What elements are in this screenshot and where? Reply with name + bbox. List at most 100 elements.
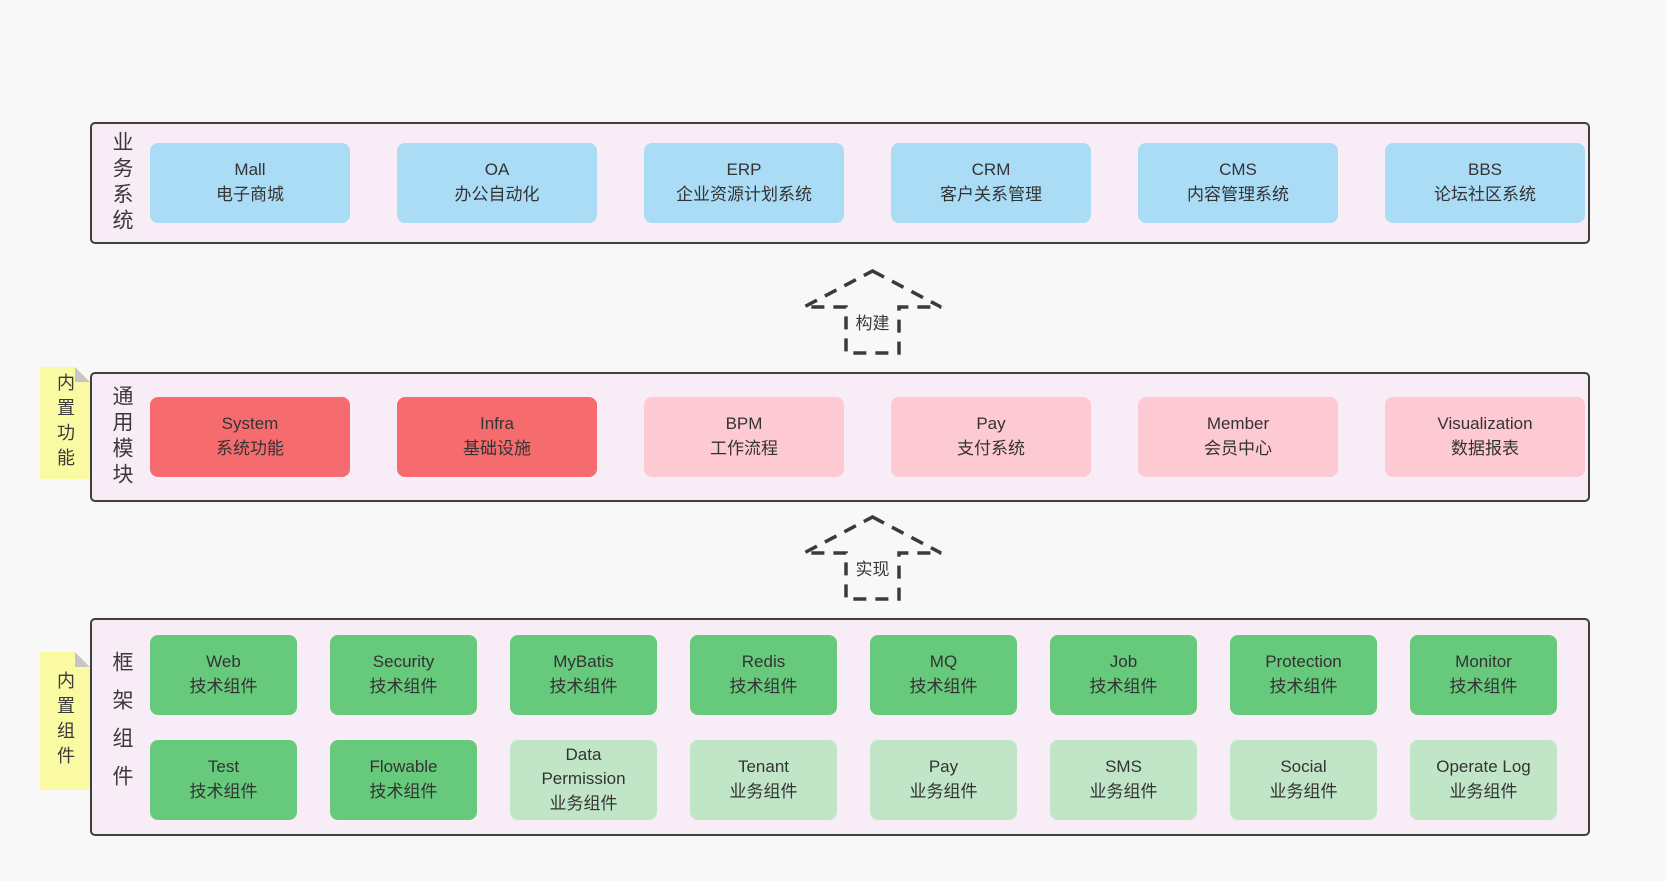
- box-cms: CMS 内容管理系统: [1138, 143, 1338, 223]
- modules-boxes-row: System 系统功能 Infra 基础设施 BPM 工作流程 Pay 支付系统…: [150, 397, 1585, 477]
- box-title: Monitor: [1455, 651, 1512, 671]
- folded-corner-icon: [75, 367, 90, 382]
- framework-rows: Web 技术组件 Security 技术组件 MyBatis 技术组件 Redi…: [150, 634, 1557, 820]
- box-mq: MQ 技术组件: [870, 634, 1017, 715]
- business-boxes-row: Mall 电子商城 OA 办公自动化 ERP 企业资源计划系统 CRM 客户关系…: [150, 143, 1585, 223]
- box-subtitle: 系统功能: [216, 439, 284, 458]
- box-pay-module: Pay 支付系统: [891, 397, 1091, 477]
- box-title: Mall: [234, 160, 266, 180]
- box-title: Job: [1109, 651, 1138, 671]
- sticky-note-builtin-features: 内置功能: [40, 367, 90, 479]
- box-sms: SMS 业务组件: [1050, 739, 1197, 820]
- box-title: BPM: [725, 414, 763, 434]
- folded-corner-icon: [75, 652, 90, 667]
- box-title: CRM: [971, 160, 1011, 180]
- box-bbs: BBS 论坛社区系统: [1385, 143, 1585, 223]
- box-pay-component: Pay 业务组件: [870, 739, 1017, 820]
- box-subtitle: 电子商城: [216, 185, 284, 204]
- box-title: Data Permission: [541, 744, 626, 789]
- build-arrow: 构建: [800, 268, 945, 356]
- box-title: Infra: [479, 414, 515, 434]
- box-subtitle: 会员中心: [1204, 439, 1272, 458]
- box-subtitle: 业务组件: [729, 781, 798, 801]
- box-operate-log: Operate Log 业务组件: [1410, 739, 1557, 820]
- box-title: Redis: [741, 651, 786, 671]
- box-subtitle: 技术组件: [909, 676, 978, 696]
- note-text: 内置功能: [55, 373, 75, 473]
- box-subtitle: 技术组件: [1449, 676, 1518, 696]
- box-title: System: [221, 414, 279, 434]
- layer-label-business: 业务系统: [110, 131, 133, 235]
- box-subtitle: 基础设施: [463, 439, 531, 458]
- box-tenant: Tenant 业务组件: [690, 739, 837, 820]
- box-data-permission: Data Permission 业务组件: [510, 739, 657, 820]
- common-modules-layer: 通用模块 System 系统功能 Infra 基础设施 BPM 工作流程 Pay…: [90, 372, 1590, 502]
- box-security: Security 技术组件: [330, 634, 477, 715]
- box-subtitle: 业务组件: [1089, 781, 1158, 801]
- box-subtitle: 工作流程: [710, 439, 778, 458]
- box-title: Visualization: [1437, 414, 1533, 434]
- box-subtitle: 技术组件: [369, 676, 438, 696]
- box-subtitle: 技术组件: [1269, 676, 1338, 696]
- box-title: Flowable: [369, 756, 438, 776]
- sticky-note-builtin-components: 内置组件: [40, 652, 90, 790]
- box-subtitle: 业务组件: [1449, 781, 1518, 801]
- box-protection: Protection 技术组件: [1230, 634, 1377, 715]
- box-title: Social: [1280, 756, 1327, 776]
- box-title: MQ: [929, 651, 958, 671]
- box-subtitle: 业务组件: [1269, 781, 1338, 801]
- box-job: Job 技术组件: [1050, 634, 1197, 715]
- box-title: Tenant: [737, 756, 790, 776]
- box-title: SMS: [1105, 756, 1142, 776]
- box-infra: Infra 基础设施: [397, 397, 597, 477]
- box-subtitle: 业务组件: [549, 793, 618, 813]
- box-title: Security: [372, 651, 435, 671]
- box-subtitle: 办公自动化: [454, 185, 540, 204]
- box-subtitle: 技术组件: [189, 781, 258, 801]
- box-mall: Mall 电子商城: [150, 143, 350, 223]
- box-subtitle: 技术组件: [189, 676, 258, 696]
- box-title: Operate Log: [1436, 756, 1531, 776]
- box-title: ERP: [726, 160, 762, 180]
- business-systems-layer: 业务系统 Mall 电子商城 OA 办公自动化 ERP 企业资源计划系统 CRM…: [90, 122, 1590, 244]
- implement-arrow: 实现: [800, 514, 945, 602]
- box-subtitle: 论坛社区系统: [1434, 185, 1536, 204]
- box-title: Pay: [976, 414, 1006, 434]
- box-subtitle: 数据报表: [1451, 439, 1519, 458]
- box-subtitle: 业务组件: [909, 781, 978, 801]
- box-web: Web 技术组件: [150, 634, 297, 715]
- implement-arrow-label: 实现: [852, 554, 893, 581]
- box-title: Pay: [928, 756, 959, 776]
- build-arrow-label: 构建: [852, 308, 893, 335]
- layer-label-modules: 通用模块: [110, 385, 133, 489]
- box-subtitle: 企业资源计划系统: [676, 185, 812, 204]
- box-monitor: Monitor 技术组件: [1410, 634, 1557, 715]
- box-title: OA: [484, 160, 510, 180]
- box-mybatis: MyBatis 技术组件: [510, 634, 657, 715]
- box-oa: OA 办公自动化: [397, 143, 597, 223]
- box-subtitle: 技术组件: [1089, 676, 1158, 696]
- framework-boxes-row-1: Web 技术组件 Security 技术组件 MyBatis 技术组件 Redi…: [150, 634, 1557, 715]
- framework-boxes-row-2: Test 技术组件 Flowable 技术组件 Data Permission …: [150, 739, 1557, 820]
- box-bpm: BPM 工作流程: [644, 397, 844, 477]
- box-title: CMS: [1219, 160, 1257, 180]
- box-erp: ERP 企业资源计划系统: [644, 143, 844, 223]
- box-title: MyBatis: [553, 651, 614, 671]
- layer-label-framework: 框架组件: [110, 651, 133, 803]
- note-text: 内置组件: [55, 671, 75, 771]
- box-subtitle: 支付系统: [957, 439, 1025, 458]
- box-flowable: Flowable 技术组件: [330, 739, 477, 820]
- box-subtitle: 技术组件: [729, 676, 798, 696]
- box-title: Member: [1206, 414, 1270, 434]
- box-test: Test 技术组件: [150, 739, 297, 820]
- box-social: Social 业务组件: [1230, 739, 1377, 820]
- box-title: Web: [206, 651, 241, 671]
- box-redis: Redis 技术组件: [690, 634, 837, 715]
- box-title: BBS: [1467, 160, 1503, 180]
- box-visualization: Visualization 数据报表: [1385, 397, 1585, 477]
- box-subtitle: 内容管理系统: [1187, 185, 1289, 204]
- box-crm: CRM 客户关系管理: [891, 143, 1091, 223]
- box-title: Test: [207, 756, 240, 776]
- box-subtitle: 客户关系管理: [940, 185, 1042, 204]
